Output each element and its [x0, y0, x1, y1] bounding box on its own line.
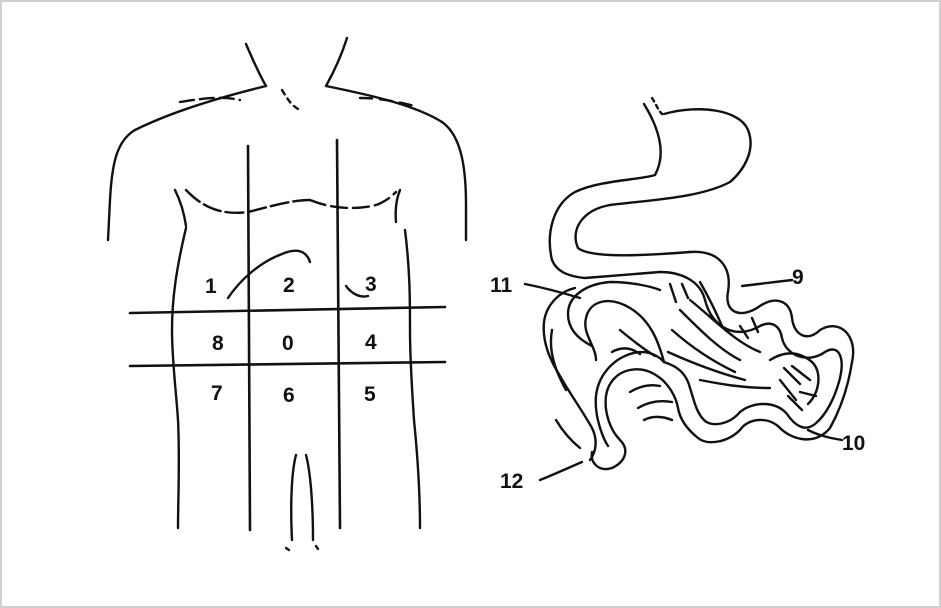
callout-label: 12 [500, 470, 523, 493]
small-bowel-illustration [544, 98, 853, 469]
leader-12 [540, 462, 582, 480]
region-label: 8 [212, 332, 224, 355]
leader-9 [742, 280, 792, 286]
region-label: 6 [283, 384, 295, 407]
grid-horizontal-upper [130, 307, 445, 313]
region-label: 2 [283, 274, 295, 297]
region-label: 4 [365, 331, 377, 354]
leader-11 [525, 284, 580, 298]
region-label: 0 [282, 332, 294, 355]
region-label: 3 [365, 273, 377, 296]
callout-label: 9 [792, 266, 804, 289]
region-label: 5 [364, 383, 376, 406]
grid-horizontal-lower [130, 362, 445, 366]
callout-label: 11 [490, 274, 513, 297]
grid-vertical-right [337, 140, 340, 528]
grid-vertical-left [248, 146, 250, 530]
callout-label: 10 [842, 432, 865, 455]
region-label: 7 [211, 382, 223, 405]
region-label: 1 [205, 275, 217, 298]
